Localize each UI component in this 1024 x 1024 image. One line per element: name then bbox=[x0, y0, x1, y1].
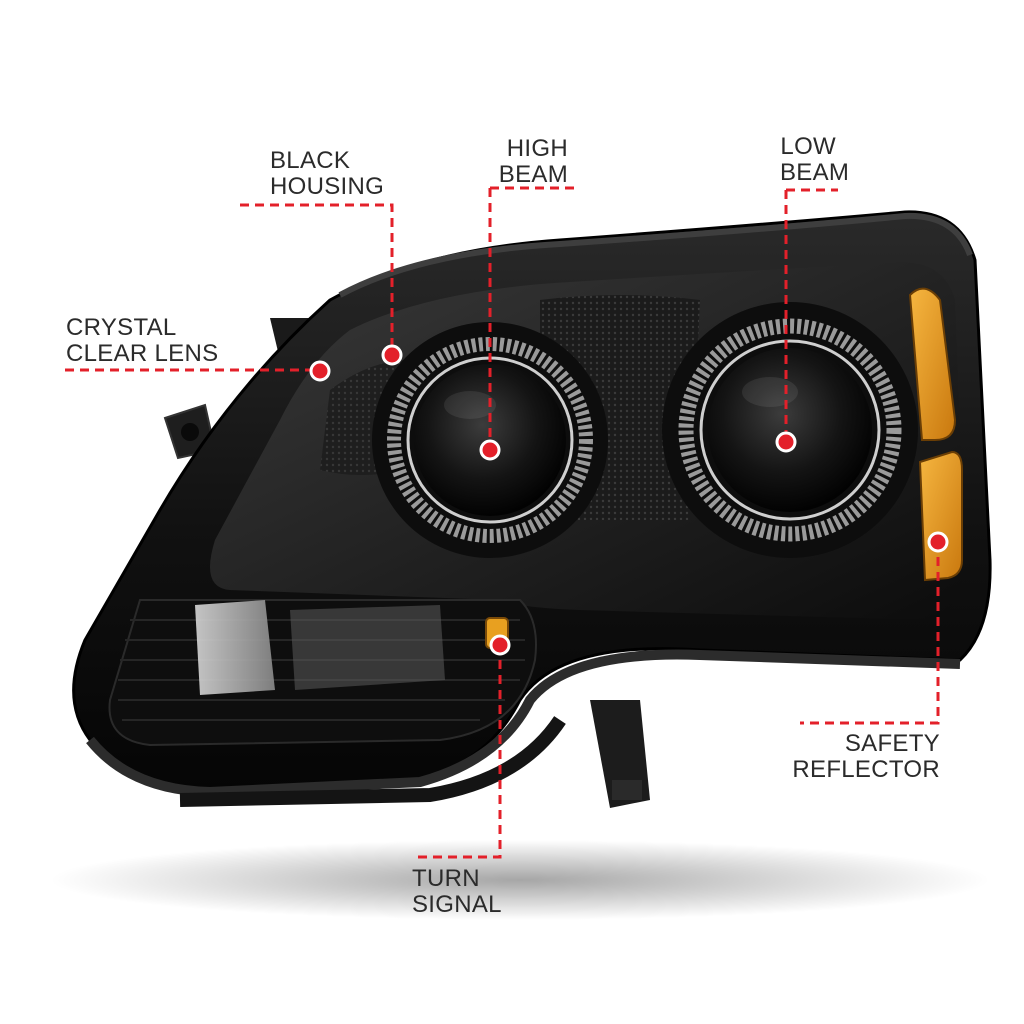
safety-reflector-label: SAFETY REFLECTOR bbox=[790, 731, 940, 783]
clear-reflector-block bbox=[195, 600, 275, 695]
black-housing-dot bbox=[381, 344, 403, 366]
low-beam-glare bbox=[742, 377, 798, 407]
housing-top-rim bbox=[338, 212, 973, 298]
low-beam-ring-inner bbox=[699, 339, 881, 521]
ground-shadow bbox=[50, 840, 990, 920]
black-housing-leader bbox=[240, 203, 394, 353]
turn-signal-leader bbox=[412, 645, 502, 859]
crystal-clear-lens-label-line1: CRYSTAL bbox=[66, 314, 177, 341]
amber-marker-upper bbox=[908, 287, 957, 441]
turn-signal-label-line1: TURN bbox=[412, 865, 480, 892]
turn-signal-label-line2: SIGNAL bbox=[412, 891, 502, 918]
turn-signal-dot bbox=[489, 634, 511, 656]
mount-hole bbox=[181, 423, 199, 441]
black-housing-label: BLACK HOUSING bbox=[270, 148, 384, 200]
high-beam-label-line2: BEAM bbox=[498, 161, 568, 188]
high-beam-label-line1: HIGH bbox=[506, 135, 568, 162]
turn-signal-label: TURN SIGNAL bbox=[412, 866, 502, 918]
black-housing-label-line1: BLACK bbox=[270, 147, 351, 174]
high-beam-dot bbox=[479, 439, 501, 461]
black-housing-label-line2: HOUSING bbox=[270, 173, 385, 200]
low-beam-projector bbox=[708, 348, 872, 512]
low-beam-halo-ring bbox=[678, 318, 902, 542]
low-beam-label: LOW BEAM bbox=[780, 133, 850, 186]
crystal-clear-lens-label-line2: CLEAR LENS bbox=[66, 340, 219, 367]
high-beam-label: HIGH BEAM bbox=[490, 136, 568, 188]
safety-reflector-leader bbox=[800, 542, 940, 725]
crystal-clear-lens-dot bbox=[309, 360, 331, 382]
low-beam-label-line2: BEAM bbox=[780, 159, 850, 186]
safety-reflector-label-line2: REFLECTOR bbox=[792, 756, 940, 783]
low-beam-label-line1: LOW bbox=[780, 133, 836, 160]
safety-reflector-shape bbox=[918, 450, 963, 582]
lower-lip bbox=[179, 716, 566, 807]
callout-lines bbox=[65, 186, 940, 859]
high-beam-glare bbox=[444, 391, 496, 419]
safety-reflector-label-line1: SAFETY bbox=[844, 730, 940, 757]
mount-bolt bbox=[612, 780, 642, 800]
safety-reflector-dot bbox=[927, 531, 949, 553]
clear-reflector-strip bbox=[290, 605, 445, 690]
bottom-trim bbox=[86, 649, 961, 798]
crystal-clear-lens-label: CRYSTAL CLEAR LENS bbox=[66, 315, 218, 367]
callout-dots bbox=[309, 344, 949, 656]
low-beam-dot bbox=[775, 431, 797, 453]
